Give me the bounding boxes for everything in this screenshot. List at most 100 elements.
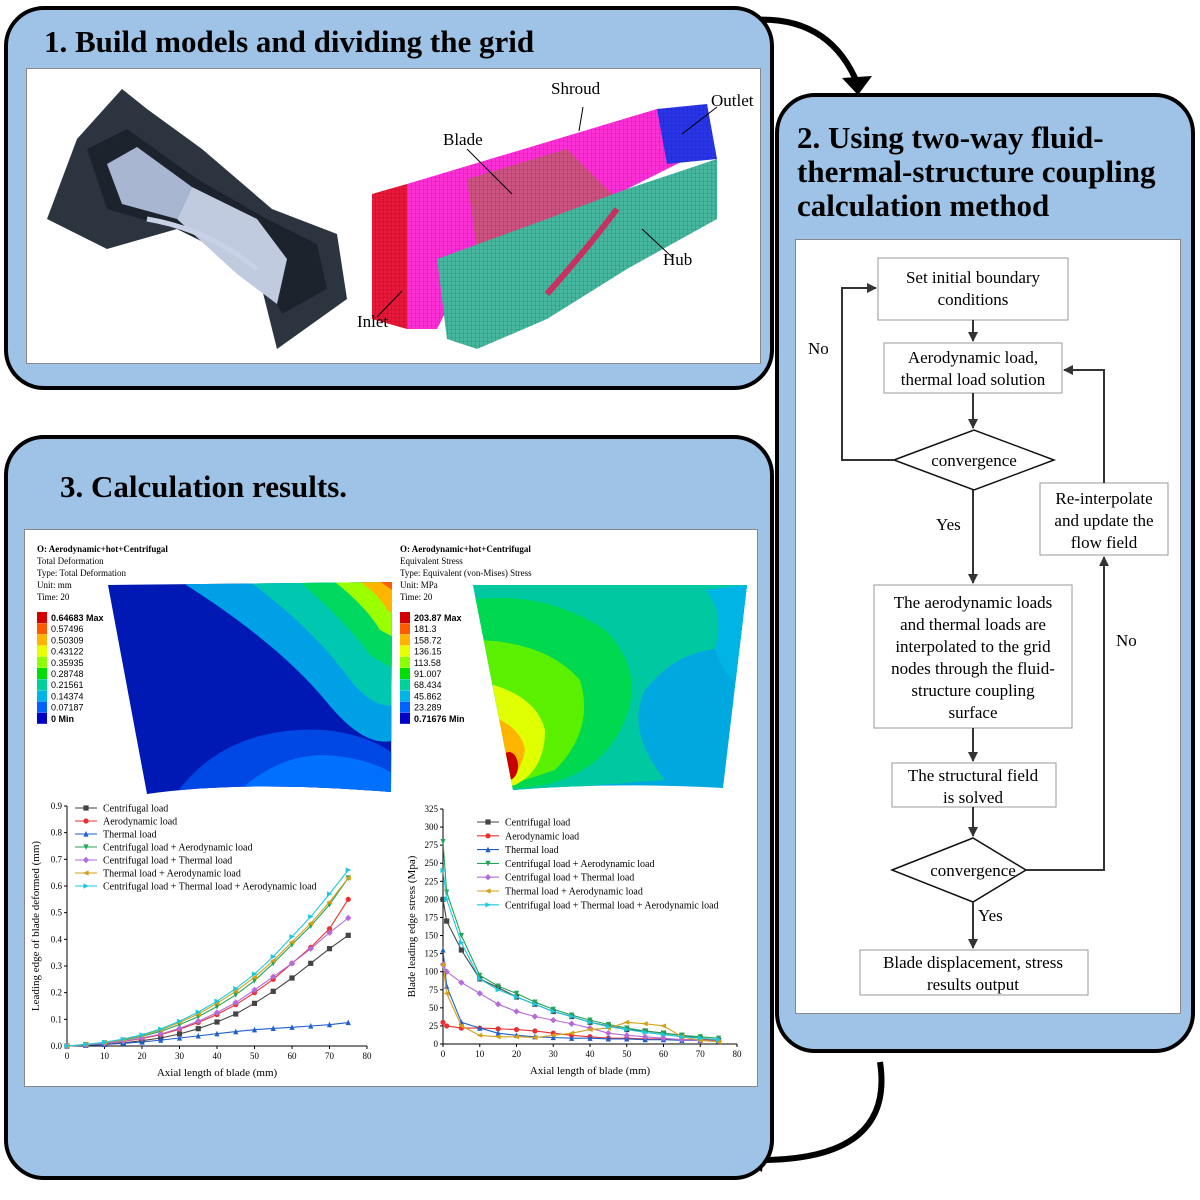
series-marker [233, 1011, 239, 1017]
stress-legend-value: 23.289 [414, 703, 442, 713]
series-marker [444, 889, 450, 896]
series-marker [83, 818, 89, 824]
series-marker [345, 875, 351, 881]
series-marker [485, 860, 491, 867]
svg-text:Total Deformation: Total Deformation [37, 556, 104, 566]
stress-legend-swatch [400, 623, 410, 635]
series-marker [587, 1017, 593, 1024]
series-marker [458, 979, 465, 986]
series-marker [605, 1035, 611, 1042]
series-marker [624, 1026, 630, 1033]
leader-shroud [578, 106, 584, 132]
series-marker [270, 954, 277, 960]
stress-legend-value: 45.862 [414, 691, 442, 701]
fc-label-no-2: No [1116, 631, 1137, 650]
series-line [66, 877, 349, 1047]
svg-text:Time: 20: Time: 20 [400, 592, 433, 602]
stress-legend-value: 0.71676 Min [414, 714, 465, 724]
series-marker [176, 1031, 183, 1037]
series-marker [458, 932, 464, 939]
y-tick-label: 0.9 [51, 801, 63, 811]
series-marker [660, 1032, 667, 1038]
y-tick-label: 0.6 [51, 881, 63, 891]
legend-entry: Thermal load [505, 845, 559, 856]
y-tick-label: 0.2 [51, 988, 62, 998]
series-marker [550, 1006, 556, 1013]
label-hub: Hub [663, 250, 692, 269]
svg-text:Unit: mm: Unit: mm [37, 580, 72, 590]
series-marker [458, 1023, 464, 1029]
series-marker [83, 805, 89, 811]
series-marker [642, 1021, 648, 1027]
series-marker [345, 867, 352, 873]
series-marker [477, 1025, 483, 1031]
label-outlet: Outlet [711, 91, 754, 110]
series-marker [444, 983, 450, 989]
series-marker [345, 914, 352, 922]
series-marker [476, 990, 483, 997]
deformation-legend-swatch [37, 623, 47, 635]
stress-legend-value: 68.434 [414, 680, 442, 690]
panel-build-models: 1. Build models and dividing the grid [4, 6, 774, 390]
series-marker [176, 1035, 183, 1041]
deformation-legend-value: 0.07187 [51, 703, 84, 713]
series-marker [251, 1000, 258, 1006]
deformation-legend-swatch [37, 656, 47, 668]
series-marker [139, 1039, 145, 1045]
svg-text:Equivalent Stress: Equivalent Stress [400, 556, 463, 566]
series-marker [289, 1024, 295, 1030]
series-marker [532, 1028, 538, 1034]
series-marker [550, 1032, 556, 1038]
deformation-legend-value: 0.35935 [51, 658, 84, 668]
svg-text:Type: Equivalent (von-Mises) S: Type: Equivalent (von-Mises) Stress [400, 568, 532, 578]
series-marker [550, 1008, 557, 1015]
deformation-legend-swatch [37, 645, 47, 657]
series-marker [697, 1037, 703, 1043]
series-marker [458, 947, 464, 953]
x-tick-label: 60 [659, 1049, 669, 1059]
series-marker [495, 987, 502, 993]
y-tick-label: 0.7 [51, 854, 63, 864]
leader-blade [466, 148, 513, 195]
series-marker [494, 1001, 502, 1008]
series-marker [623, 1019, 630, 1025]
x-tick-label: 80 [733, 1049, 743, 1059]
fc-box-interpolated [873, 584, 1073, 729]
deformation-legend-value: 0.64683 Max [51, 613, 104, 623]
blade-passage-illustration: Shroud Outlet Blade Hub Inlet [47, 79, 754, 349]
y-tick-label: 25 [429, 1021, 439, 1031]
fc-label-yes-1: Yes [936, 515, 961, 534]
model-image: Shroud Outlet Blade Hub Inlet [26, 68, 761, 364]
legend-entry: Centrifugal load + Aerodynamic load [103, 843, 253, 854]
x-tick-label: 30 [175, 1051, 185, 1061]
panel-coupling-method: 2. Using two-way fluid-thermal-structure… [775, 93, 1195, 1053]
series-marker [176, 1025, 183, 1032]
mesh-model [372, 104, 717, 349]
svg-text:Time: 20: Time: 20 [37, 592, 70, 602]
y-tick-label: 50 [429, 1003, 439, 1013]
series-marker [139, 1032, 145, 1038]
series-marker [444, 1023, 450, 1029]
series-marker [440, 961, 446, 968]
series-marker [251, 1026, 258, 1033]
x-tick-label: 0 [441, 1049, 446, 1059]
series-marker [605, 1021, 611, 1028]
leader-inlet [376, 290, 403, 318]
deformation-legend-value: 0.28748 [51, 669, 84, 679]
stress-legend-value: 203.87 Max [414, 613, 462, 623]
deformation-legend-swatch [37, 690, 47, 702]
x-tick-label: 10 [100, 1051, 110, 1061]
series-marker [587, 1026, 593, 1033]
series-marker [326, 1021, 333, 1028]
series-marker [444, 896, 450, 902]
deformation-legend-swatch [37, 668, 47, 679]
series-line [66, 917, 349, 1047]
series-marker [233, 1028, 239, 1035]
fc-box-initial [877, 257, 1069, 321]
label-blade: Blade [443, 130, 483, 149]
series-marker [233, 986, 239, 992]
series-marker [531, 1013, 539, 1020]
series-marker [513, 1026, 520, 1033]
